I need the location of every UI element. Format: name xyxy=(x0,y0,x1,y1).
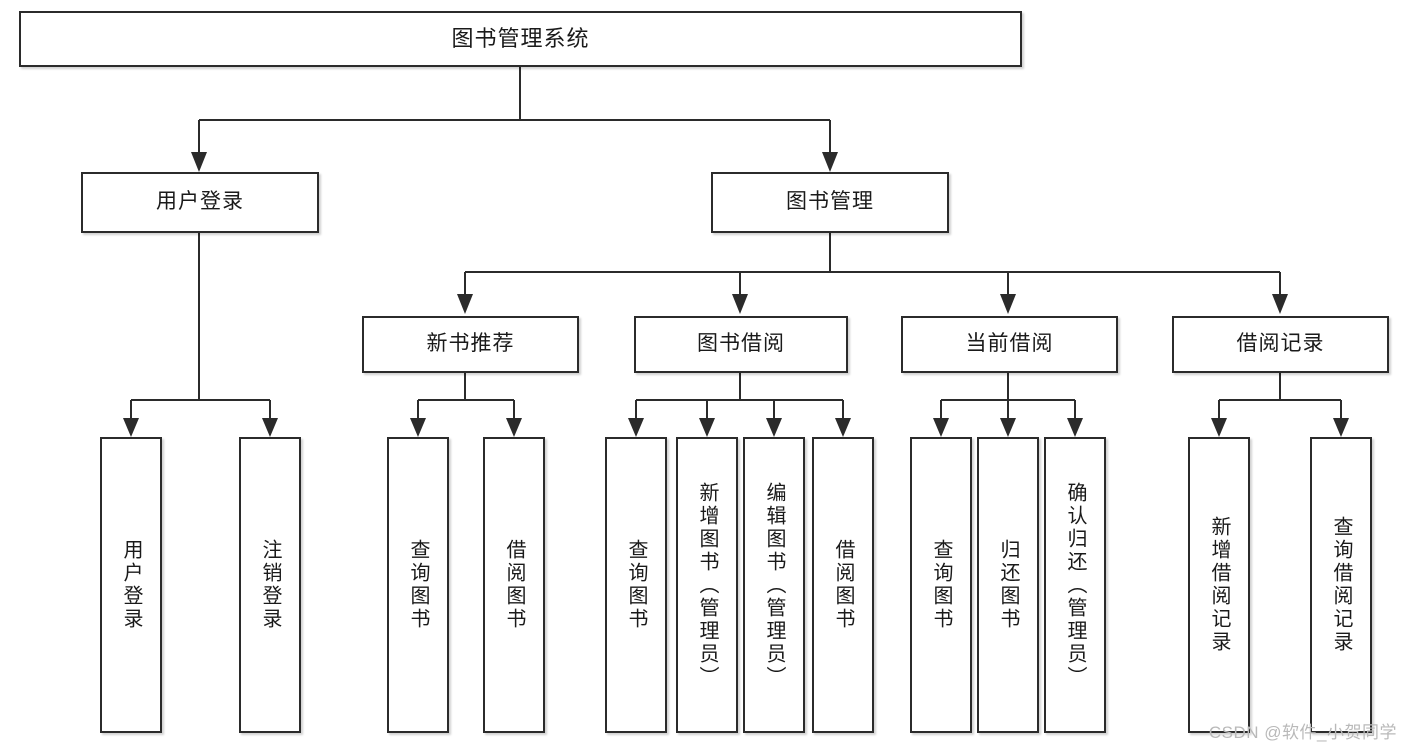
arrow-leaf-logout-login xyxy=(262,418,278,437)
leaf-query-book-2-label: 查询图书 xyxy=(625,539,647,631)
arrow-leaf-edit-book xyxy=(766,418,782,437)
node-book-borrow-label: 图书借阅 xyxy=(697,332,785,356)
leaf-query-record-label: 查询借阅记录 xyxy=(1330,516,1352,654)
arrow-borrow-record xyxy=(1272,294,1288,314)
arrow-leaf-add-record xyxy=(1211,418,1227,437)
leaf-logout-login[interactable]: 注销登录 xyxy=(239,437,301,733)
leaf-return-book-label: 归还图书 xyxy=(997,539,1019,631)
leaf-user-login-label: 用户登录 xyxy=(120,539,142,631)
leaf-add-book-label: 新增图书（管理员） xyxy=(696,481,718,689)
leaf-return-book[interactable]: 归还图书 xyxy=(977,437,1039,733)
node-current-borrow-label: 当前借阅 xyxy=(965,332,1054,356)
node-root-label: 图书管理系统 xyxy=(451,26,590,52)
arrow-leaf-query-book-2 xyxy=(628,418,644,437)
leaf-add-record-label: 新增借阅记录 xyxy=(1208,516,1230,654)
leaf-borrow-book-2-label: 借阅图书 xyxy=(832,539,854,631)
arrow-leaf-query-record xyxy=(1333,418,1349,437)
node-root-system[interactable]: 图书管理系统 xyxy=(19,11,1022,67)
arrow-leaf-add-book xyxy=(699,418,715,437)
arrow-new-book-recommend xyxy=(457,294,473,314)
arrow-book-management xyxy=(822,152,838,172)
watermark-text: CSDN @软件_小贺同学 xyxy=(1208,723,1397,742)
leaf-logout-login-label: 注销登录 xyxy=(259,539,281,631)
leaf-query-book-1-label: 查询图书 xyxy=(407,539,429,631)
leaf-query-book-3-label: 查询图书 xyxy=(930,539,952,631)
arrow-current-borrow xyxy=(1000,294,1016,314)
node-user-login-label: 用户登录 xyxy=(156,190,244,214)
arrow-leaf-query-book-1 xyxy=(410,418,426,437)
leaf-query-book-1[interactable]: 查询图书 xyxy=(387,437,449,733)
node-borrow-record[interactable]: 借阅记录 xyxy=(1172,316,1389,373)
leaf-borrow-book-2[interactable]: 借阅图书 xyxy=(812,437,874,733)
leaf-add-record[interactable]: 新增借阅记录 xyxy=(1188,437,1250,733)
leaf-query-book-2[interactable]: 查询图书 xyxy=(605,437,667,733)
leaf-add-book[interactable]: 新增图书（管理员） xyxy=(676,437,738,733)
leaf-query-book-3[interactable]: 查询图书 xyxy=(910,437,972,733)
arrow-user-login xyxy=(191,152,207,172)
leaf-query-record[interactable]: 查询借阅记录 xyxy=(1310,437,1372,733)
arrow-leaf-borrow-book-1 xyxy=(506,418,522,437)
node-book-management-label: 图书管理 xyxy=(786,190,874,214)
leaf-user-login[interactable]: 用户登录 xyxy=(100,437,162,733)
arrow-leaf-borrow-book-2 xyxy=(835,418,851,437)
leaf-borrow-book-1-label: 借阅图书 xyxy=(503,539,525,631)
leaf-confirm-return[interactable]: 确认归还（管理员） xyxy=(1044,437,1106,733)
node-current-borrow[interactable]: 当前借阅 xyxy=(901,316,1118,373)
node-new-book-recommend-label: 新书推荐 xyxy=(426,332,515,356)
node-borrow-record-label: 借阅记录 xyxy=(1236,332,1325,356)
node-new-book-recommend[interactable]: 新书推荐 xyxy=(362,316,579,373)
leaf-confirm-return-label: 确认归还（管理员） xyxy=(1064,481,1086,689)
leaf-edit-book-label: 编辑图书（管理员） xyxy=(763,481,785,689)
arrow-leaf-query-book-3 xyxy=(933,418,949,437)
node-user-login[interactable]: 用户登录 xyxy=(81,172,319,233)
arrow-leaf-user-login xyxy=(123,418,139,437)
arrow-leaf-return-book xyxy=(1000,418,1016,437)
node-book-management[interactable]: 图书管理 xyxy=(711,172,949,233)
leaf-edit-book[interactable]: 编辑图书（管理员） xyxy=(743,437,805,733)
leaf-borrow-book-1[interactable]: 借阅图书 xyxy=(483,437,545,733)
arrow-book-borrow xyxy=(732,294,748,314)
node-book-borrow[interactable]: 图书借阅 xyxy=(634,316,848,373)
arrow-leaf-confirm-return xyxy=(1067,418,1083,437)
